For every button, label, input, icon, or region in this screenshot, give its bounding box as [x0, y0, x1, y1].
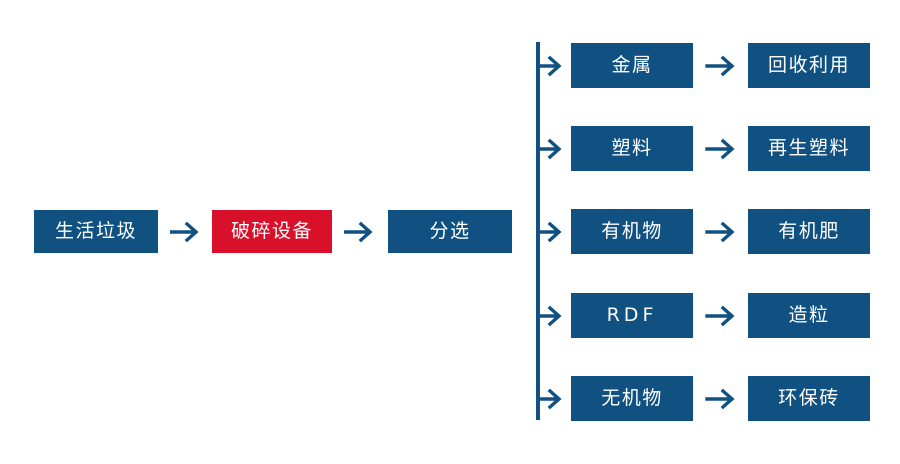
arrow-right-icon-rdf-to-product	[698, 293, 744, 338]
node-material-plastic[interactable]: 塑料	[571, 126, 693, 171]
arrow-right-icon-metal-to-product	[698, 43, 744, 88]
arrow-right-icon-branch-plastic	[537, 126, 567, 171]
node-product-pelletizing[interactable]: 造粒	[748, 293, 870, 338]
arrow-right-icon-waste-to-crusher	[166, 210, 208, 253]
node-sorting[interactable]: 分选	[388, 210, 512, 253]
node-material-inorganic[interactable]: 无机物	[571, 376, 693, 421]
arrow-right-icon-inorganic-to-product	[698, 376, 744, 421]
node-product-recycling[interactable]: 回收利用	[748, 43, 870, 88]
arrow-right-icon-branch-metal	[537, 43, 567, 88]
arrow-right-icon-crusher-to-sorting	[340, 210, 382, 253]
arrow-right-icon-plastic-to-product	[698, 126, 744, 171]
node-material-rdf[interactable]: RDF	[571, 293, 693, 338]
node-product-organic-fertilizer[interactable]: 有机肥	[748, 209, 870, 254]
arrow-right-icon-organic-to-product	[698, 209, 744, 254]
node-crusher[interactable]: 破碎设备	[212, 210, 332, 253]
node-material-metal[interactable]: 金属	[571, 43, 693, 88]
arrow-right-icon-branch-inorganic	[537, 376, 567, 421]
arrow-right-icon-branch-rdf	[537, 293, 567, 338]
arrow-right-icon-branch-organic	[537, 209, 567, 254]
node-product-recycled-plastic[interactable]: 再生塑料	[748, 126, 870, 171]
node-waste[interactable]: 生活垃圾	[34, 210, 158, 253]
node-product-eco-brick[interactable]: 环保砖	[748, 376, 870, 421]
node-material-organic[interactable]: 有机物	[571, 209, 693, 254]
